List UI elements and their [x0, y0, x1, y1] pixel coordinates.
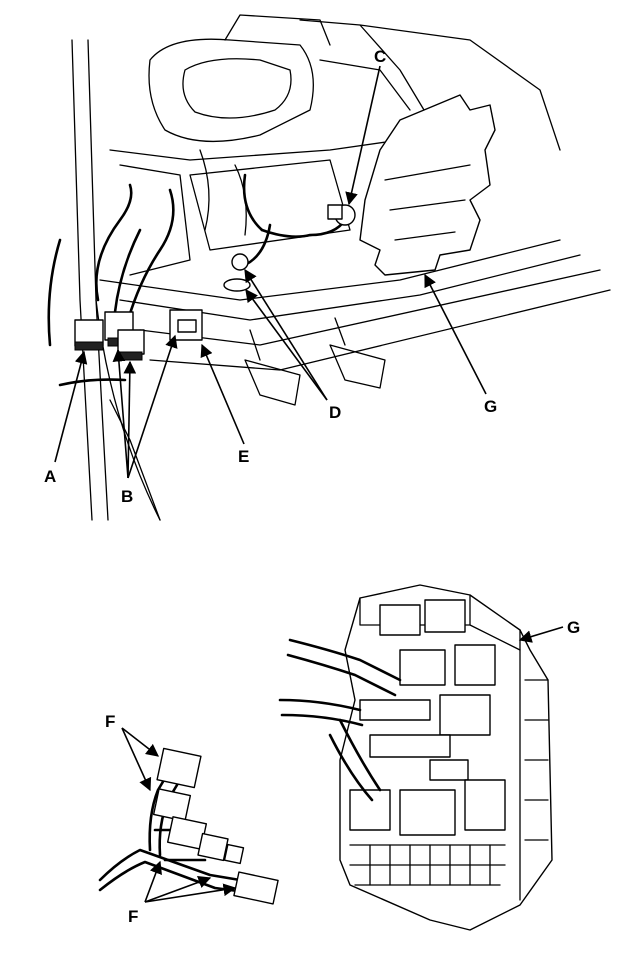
callout-e: E — [238, 447, 249, 466]
callout-labels: A B C D E G G F F — [44, 47, 580, 926]
connector-group-f — [98, 747, 279, 905]
callout-g-top: G — [484, 397, 497, 416]
fuse-relay-box-g — [278, 584, 553, 931]
dashboard-illustration — [47, 14, 611, 521]
leader-lines — [54, 65, 564, 903]
callout-b: B — [121, 487, 133, 506]
callout-c: C — [374, 47, 386, 66]
callout-g-bottom: G — [567, 618, 580, 637]
callout-d: D — [329, 403, 341, 422]
callout-f-bottom: F — [128, 907, 138, 926]
callout-a: A — [44, 467, 56, 486]
callout-f-top: F — [105, 712, 115, 731]
